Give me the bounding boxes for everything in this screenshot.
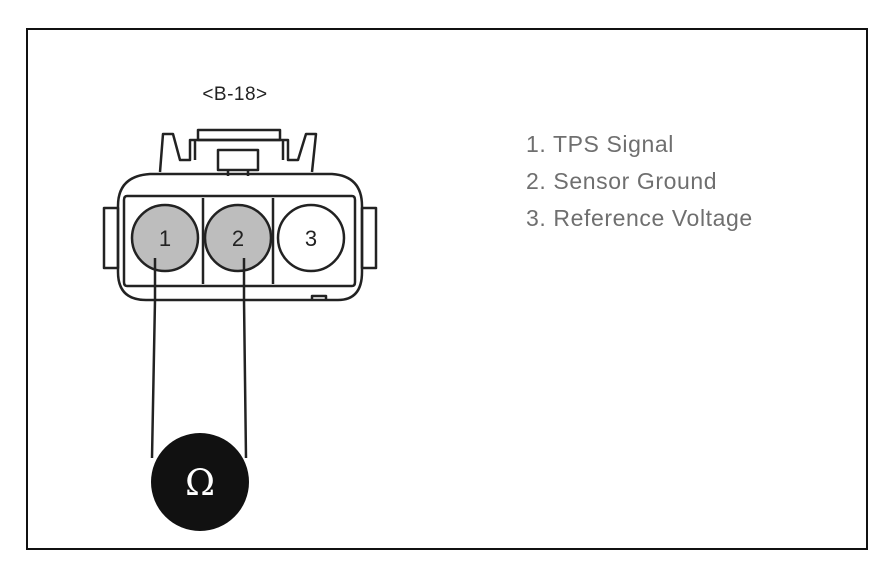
legend-item-pin-1: 1. TPS Signal xyxy=(526,131,675,157)
pin-1: 1 xyxy=(130,203,200,273)
legend-item-pin-2: 2. Sensor Ground xyxy=(526,168,718,194)
pin-3-number: 3 xyxy=(305,226,317,251)
pin-2: 2 xyxy=(203,203,273,273)
connector-label: <B-18> xyxy=(202,84,268,105)
legend-item-pin-3: 3. Reference Voltage xyxy=(526,205,753,231)
probe-lead-pin-2 xyxy=(242,258,248,459)
connector-latch xyxy=(158,128,318,176)
connector-body xyxy=(102,172,378,302)
pin-legend: 1. TPS Signal 2. Sensor Ground 3. Refere… xyxy=(526,126,753,237)
ohm-symbol: Ω xyxy=(185,463,215,504)
pin-1-number: 1 xyxy=(159,226,171,251)
pin-3: 3 xyxy=(276,203,346,273)
pin-2-number: 2 xyxy=(232,226,244,251)
ohmmeter-icon: Ω xyxy=(151,433,249,531)
probe-leads xyxy=(150,258,248,459)
probe-lead-pin-1 xyxy=(150,258,157,459)
